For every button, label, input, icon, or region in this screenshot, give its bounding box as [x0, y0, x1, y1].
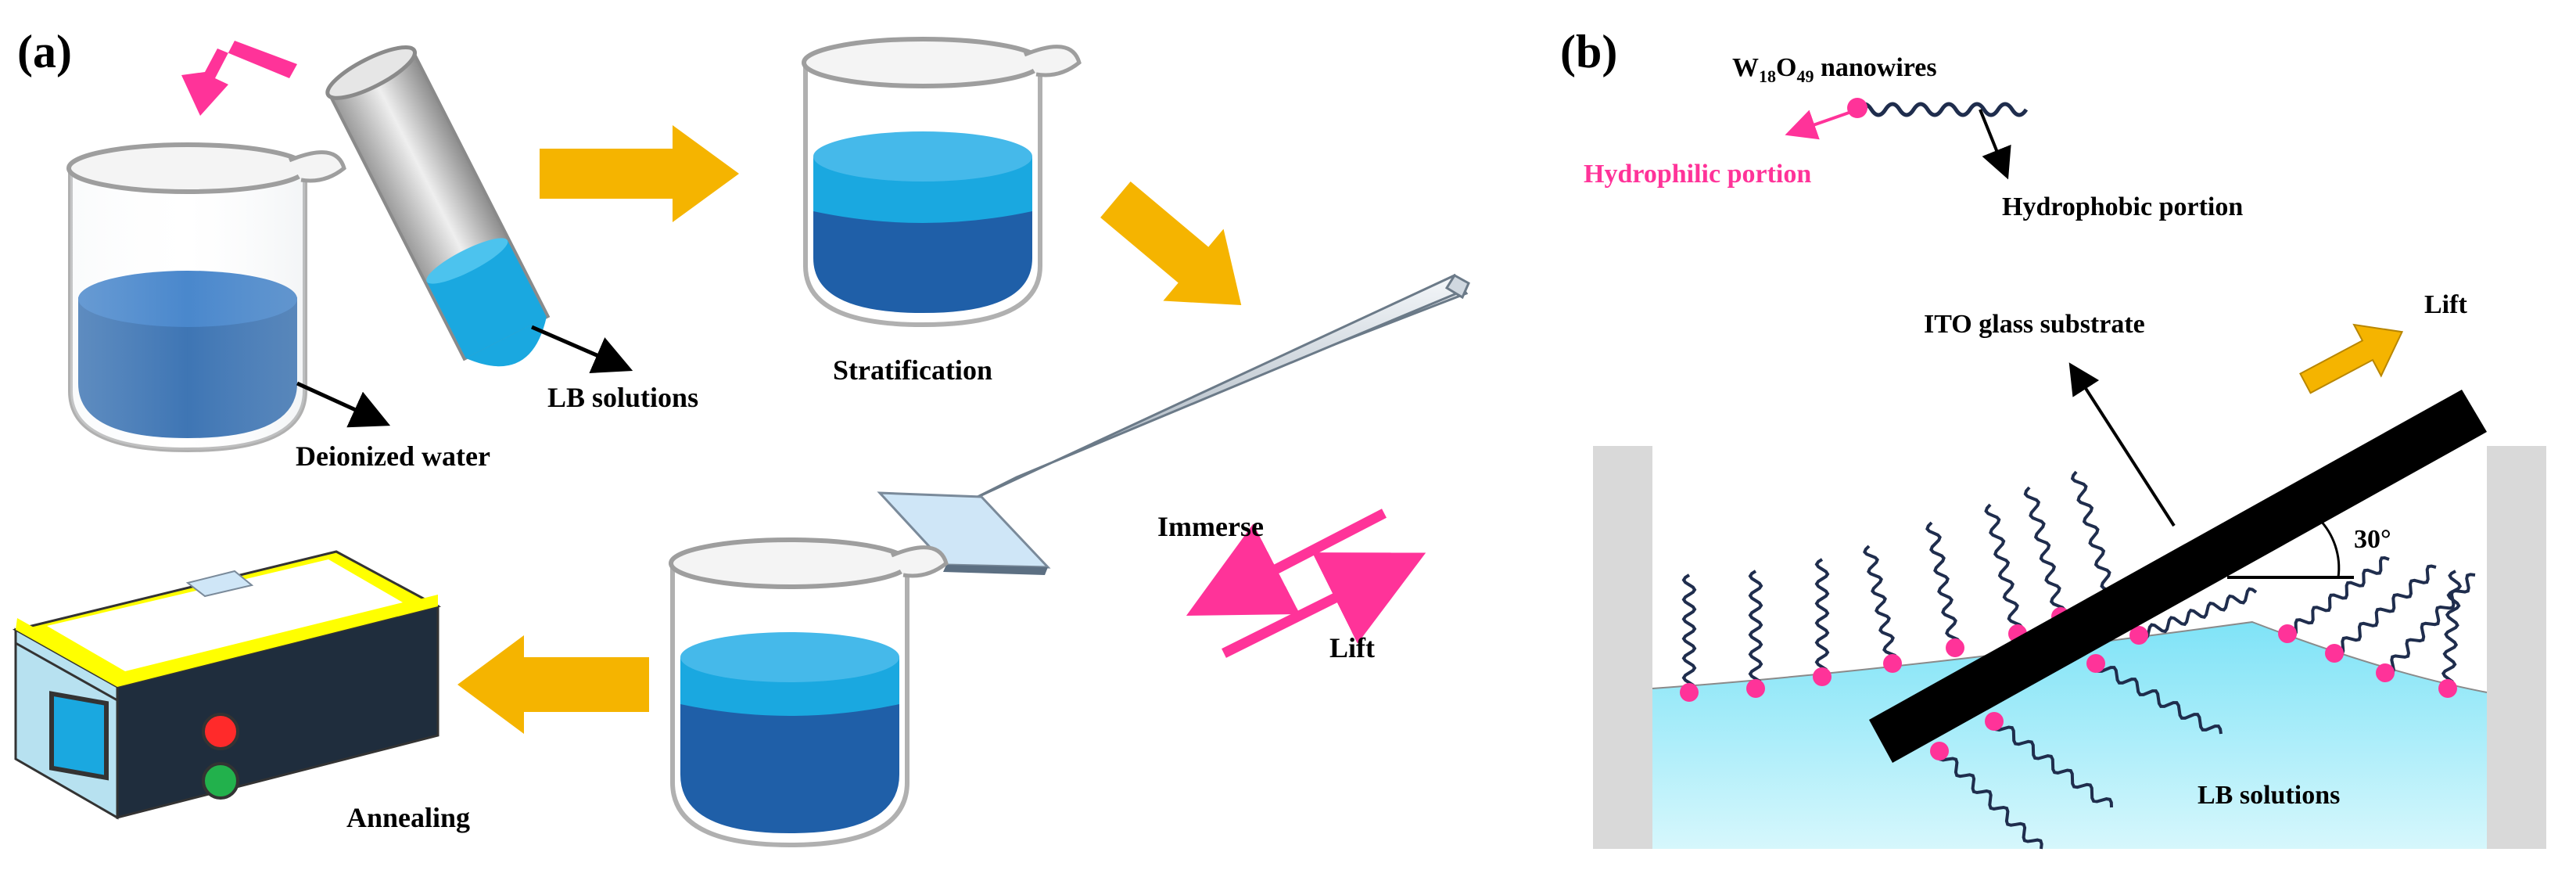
green-knob	[202, 762, 239, 800]
trough-wall-left	[1593, 446, 1652, 849]
label-stratification: Stratification	[833, 354, 992, 386]
label-lb-solutions-b: LB solutions	[2197, 781, 2340, 810]
label-angle: 30°	[2354, 525, 2391, 554]
nanowire-tail	[1863, 545, 1899, 665]
nanowire-tail	[2334, 564, 2437, 656]
nanowire-head	[1813, 667, 1832, 686]
nanowire-head	[2325, 644, 2344, 663]
nanowire-head	[2376, 663, 2395, 682]
lift-arrow-a	[1222, 552, 1426, 658]
hotplate-display	[49, 691, 109, 781]
label-annealing: Annealing	[346, 802, 470, 833]
immerse-arrow	[1186, 509, 1387, 616]
red-knob	[202, 713, 239, 750]
ito-substrate	[1869, 390, 2487, 763]
tweezers	[969, 273, 1470, 502]
nanowire-tail	[2094, 663, 2223, 735]
legend-head	[1847, 98, 1867, 118]
glass-slide	[877, 491, 1051, 575]
label-nanowires: W18O49 nanowires	[1732, 53, 1937, 86]
nanowire-head	[2129, 626, 2148, 645]
label-lift-a: Lift	[1329, 632, 1375, 663]
nanowire-tail	[1937, 750, 2043, 850]
label-lift-b: Lift	[2424, 290, 2467, 319]
legend-wire	[1855, 102, 2029, 117]
nanowire-head	[2438, 679, 2457, 698]
beaker-stratification	[802, 37, 1082, 328]
nanowire-head	[1930, 742, 1949, 760]
label-immerse: Immerse	[1157, 511, 1264, 542]
nanowire-tail	[1681, 573, 1697, 694]
nanowire-tail	[1984, 503, 2024, 635]
panel-a-label: (a)	[17, 26, 72, 77]
nanowire-tail	[1925, 521, 1961, 649]
nanowire-head	[1883, 654, 1902, 673]
label-lb-solutions-a: LB solutions	[547, 382, 698, 413]
label-ito: ITO glass substrate	[1924, 310, 2145, 339]
nanowire-tail	[2137, 587, 2258, 641]
hot-plate	[12, 550, 442, 820]
panel-b-label: (b)	[1560, 26, 1617, 77]
nanowire-tail	[1814, 558, 1830, 678]
nanowire-tail	[1748, 570, 1763, 690]
label-hydrophilic: Hydrophilic portion	[1584, 160, 1811, 189]
process-arrow-3	[457, 635, 649, 734]
nanowire-tail	[2287, 555, 2390, 638]
lb-solution	[1652, 622, 2487, 849]
process-arrow-2	[1100, 182, 1242, 305]
nanowire-head	[1680, 683, 1699, 702]
label-hydrophobic: Hydrophobic portion	[2002, 192, 2243, 221]
trough-wall-right	[2487, 446, 2546, 849]
nanowire-tail	[2023, 486, 2067, 618]
nanowire-tail	[1993, 721, 2113, 808]
nanowire-head	[1946, 638, 1964, 657]
beaker-immersion	[669, 537, 949, 848]
nanowire-head	[1985, 712, 2004, 731]
lift-arrow-b	[2299, 323, 2404, 394]
nanowire-tail	[2070, 470, 2118, 602]
beaker-deionized-water	[66, 142, 346, 453]
nanowire-tail	[2441, 570, 2463, 690]
nanowire-molecules	[1680, 470, 2476, 850]
nanowire-head	[2086, 654, 2105, 673]
nanowire-tail	[2384, 573, 2476, 675]
nanowire-head	[1746, 679, 1765, 698]
process-arrow-1	[540, 125, 739, 222]
label-deionized-water: Deionized water	[296, 440, 490, 472]
pour-arrow	[181, 41, 297, 116]
nanowire-head	[2278, 624, 2297, 643]
test-tube	[325, 45, 551, 367]
